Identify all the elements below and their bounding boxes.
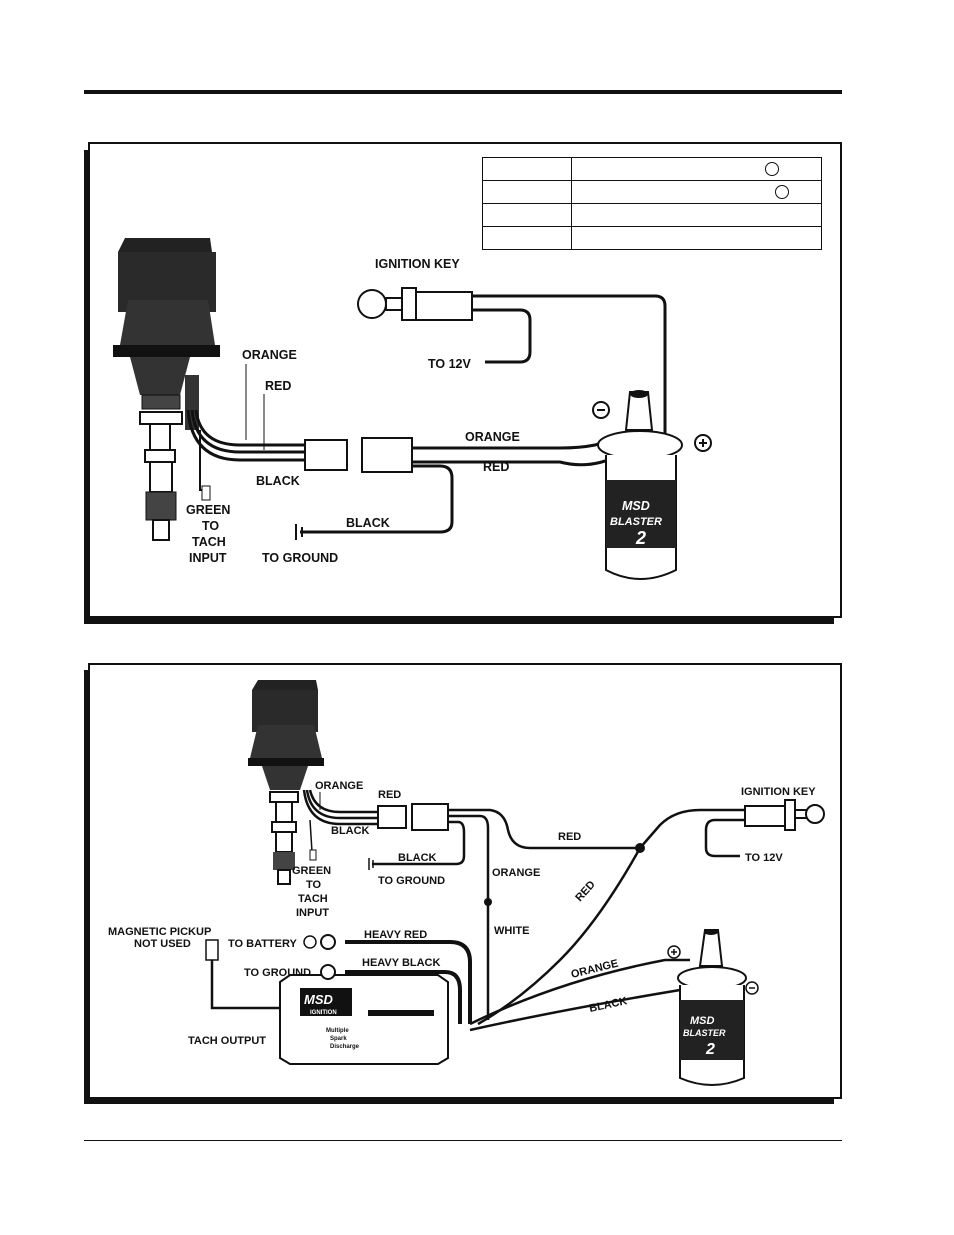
coil-model: BLASTER (683, 1028, 726, 1038)
box-text-1: Multiple (326, 1028, 349, 1034)
bottom-rule (84, 1140, 842, 1141)
label-to-ground-box: TO GROUND (244, 967, 311, 979)
ignition-coil-icon: MSD BLASTER 2 (592, 390, 712, 580)
label-to-ground: TO GROUND (378, 875, 445, 887)
wire-connector-female (411, 803, 449, 831)
label-black: BLACK (331, 825, 370, 837)
label-heavy-black: HEAVY BLACK (362, 957, 440, 969)
ignition-coil-icon: MSD BLASTER 2 (667, 929, 759, 1086)
label-black-diag: BLACK (588, 995, 628, 1015)
label-red-mid: RED (558, 831, 581, 843)
coil-model: BLASTER (610, 516, 662, 528)
label-orange-mid: ORANGE (492, 867, 540, 879)
label-to-12v: TO 12V (428, 357, 472, 371)
label-red-diag: RED (573, 879, 597, 904)
label-white: WHITE (494, 925, 529, 937)
label-input: INPUT (296, 907, 329, 919)
label-heavy-red: HEAVY RED (364, 929, 427, 941)
label-to-battery: TO BATTERY (228, 938, 298, 950)
label-tach: TACH (298, 893, 328, 905)
box-brand: MSD (304, 992, 334, 1007)
label-to-ground: TO GROUND (262, 551, 338, 565)
label-black: BLACK (256, 474, 300, 488)
label-magnetic-pickup: MAGNETIC PICKUP (108, 926, 211, 938)
label-orange: ORANGE (315, 780, 363, 792)
label-red: RED (378, 789, 401, 801)
circle-icon (764, 161, 779, 176)
coil-brand: MSD (622, 499, 650, 513)
label-not-used: NOT USED (134, 938, 191, 950)
label-green: GREEN (186, 503, 230, 517)
label-orange-coil: ORANGE (465, 430, 520, 444)
legend-row (482, 203, 822, 227)
magnetic-pickup-connector-icon (205, 939, 219, 961)
label-red: RED (265, 379, 291, 393)
top-rule (84, 90, 842, 94)
box-text-3: Discharge (330, 1044, 360, 1050)
label-to: TO (306, 879, 322, 891)
diagram-2-svg: MSD IGNITION Multiple Spark Discharge MS… (108, 680, 825, 1086)
ignition-key-icon (744, 799, 825, 831)
label-red-coil: RED (483, 460, 509, 474)
label-to: TO (202, 519, 219, 533)
legend-table (482, 157, 822, 250)
label-orange: ORANGE (242, 348, 297, 362)
msd-ignition-box-icon: MSD IGNITION Multiple Spark Discharge (279, 974, 449, 1065)
label-tach-output: TACH OUTPUT (188, 1035, 266, 1047)
label-green: GREEN (292, 865, 331, 877)
coil-number: 2 (705, 1041, 715, 1058)
wire-connector-female (361, 437, 413, 473)
box-text-2: Spark (330, 1036, 347, 1042)
label-black-ground: BLACK (398, 852, 437, 864)
wire-connector-male (304, 439, 348, 471)
distributor-icon (113, 238, 220, 541)
label-ignition-key: IGNITION KEY (375, 257, 460, 271)
ignition-key-icon (357, 287, 473, 321)
coil-brand: MSD (690, 1015, 715, 1027)
box-sub: IGNITION (310, 1010, 337, 1016)
label-black-ground: BLACK (346, 516, 390, 530)
coil-number: 2 (635, 528, 646, 548)
label-tach: TACH (192, 535, 226, 549)
label-to-12v: TO 12V (745, 852, 783, 864)
circle-icon (774, 184, 789, 199)
legend-row (482, 226, 822, 250)
wire-connector-male (377, 805, 407, 829)
label-input: INPUT (189, 551, 227, 565)
label-ignition-key: IGNITION KEY (741, 786, 816, 798)
diagram-1-svg: MSD BLASTER 2 IGNITION KEY TO 12V ORANGE… (113, 238, 712, 580)
distributor-icon (248, 680, 324, 885)
